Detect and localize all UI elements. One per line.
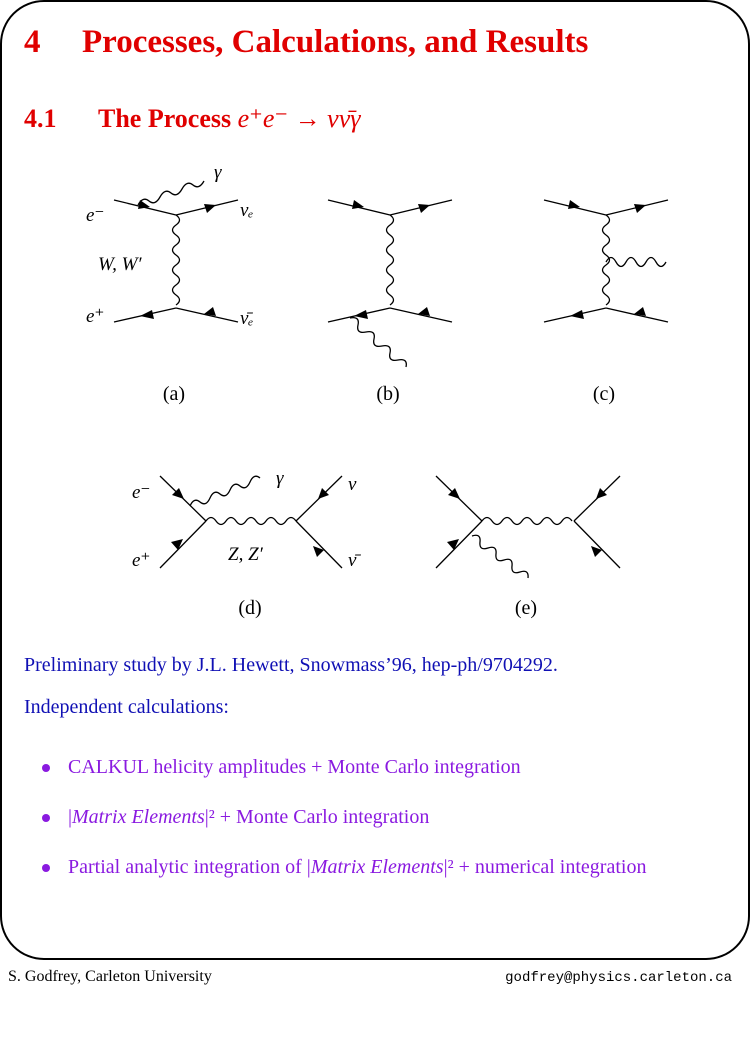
label-e-plus: e⁺ <box>86 306 104 327</box>
d-fermion-line <box>159 520 207 569</box>
section-heading: 4 Processes, Calculations, and Results <box>24 24 588 61</box>
independent-calculations: Independent calculations: <box>24 696 229 718</box>
caption-b: (b) <box>376 383 399 405</box>
d-fermion-line <box>295 520 343 569</box>
label-z-boson: Z, Z′ <box>228 544 264 565</box>
d-photon <box>189 475 261 507</box>
caption-d: (d) <box>238 597 261 619</box>
a-fermion-line <box>175 307 239 323</box>
c-w-propagator <box>601 214 611 306</box>
subsection-math: e⁺e⁻ → νν̄γ <box>237 104 361 133</box>
caption-c: (c) <box>593 383 615 405</box>
a-photon <box>137 180 205 206</box>
label-nu: ν <box>348 474 357 495</box>
bullet-icon <box>42 764 50 772</box>
a-w-propagator <box>171 214 181 306</box>
bullet-icon <box>42 814 50 822</box>
footer-email: godfrey@physics.carleton.ca <box>505 970 732 986</box>
diagram-a <box>113 180 239 323</box>
feynman-diagrams: e⁻ e⁺ γ νₑ ν̄ₑ W, W′ e⁻ e⁺ γ ν ν̄ Z, Z′ … <box>86 162 669 619</box>
label-nu-e: νₑ <box>240 200 253 221</box>
list-item: |Matrix Elements|² + Monte Carlo integra… <box>40 802 720 832</box>
diagram-b <box>327 199 453 368</box>
label-e-minus: e⁻ <box>86 205 104 226</box>
label-e-minus-d: e⁻ <box>132 482 150 503</box>
caption-e: (e) <box>515 597 537 619</box>
e-fermion-line <box>435 520 483 569</box>
preliminary-study: Preliminary study by J.L. Hewett, Snowma… <box>24 654 558 676</box>
subsection-number: 4.1 <box>24 104 57 133</box>
section-number: 4 <box>24 24 41 60</box>
label-gamma: γ <box>214 162 222 183</box>
diagram-e <box>435 475 621 579</box>
e-photon <box>471 534 529 579</box>
b-photon <box>349 317 407 368</box>
calculation-list: CALKUL helicity amplitudes + Monte Carlo… <box>40 752 720 902</box>
section-title: Processes, Calculations, and Results <box>82 24 589 60</box>
label-e-plus-d: e⁺ <box>132 550 150 571</box>
b-fermion-line <box>389 307 453 323</box>
c-photon <box>605 256 667 268</box>
subsection-heading: 4.1 The Process e⁺e⁻ → νν̄γ <box>24 104 360 134</box>
diagram-c <box>543 199 669 323</box>
d-z-propagator <box>205 516 297 526</box>
footer-author: S. Godfrey, Carleton University <box>8 968 212 985</box>
label-nubar-e: ν̄ₑ <box>240 308 253 329</box>
caption-a: (a) <box>163 383 185 405</box>
c-fermion-line <box>605 307 669 323</box>
slide-frame <box>0 0 750 960</box>
label-w-boson: W, W′ <box>98 254 142 275</box>
label-gamma-d: γ <box>276 468 284 489</box>
list-item: Partial analytic integration of |Matrix … <box>40 852 720 882</box>
label-nubar: ν̄ <box>348 550 361 571</box>
b-w-propagator <box>385 214 395 306</box>
subsection-title: The Process <box>98 104 232 133</box>
e-fermion-line <box>573 520 621 569</box>
bullet-icon <box>42 864 50 872</box>
list-item: CALKUL helicity amplitudes + Monte Carlo… <box>40 752 720 782</box>
e-z-propagator <box>481 516 573 526</box>
fermion-arrows <box>138 200 646 557</box>
